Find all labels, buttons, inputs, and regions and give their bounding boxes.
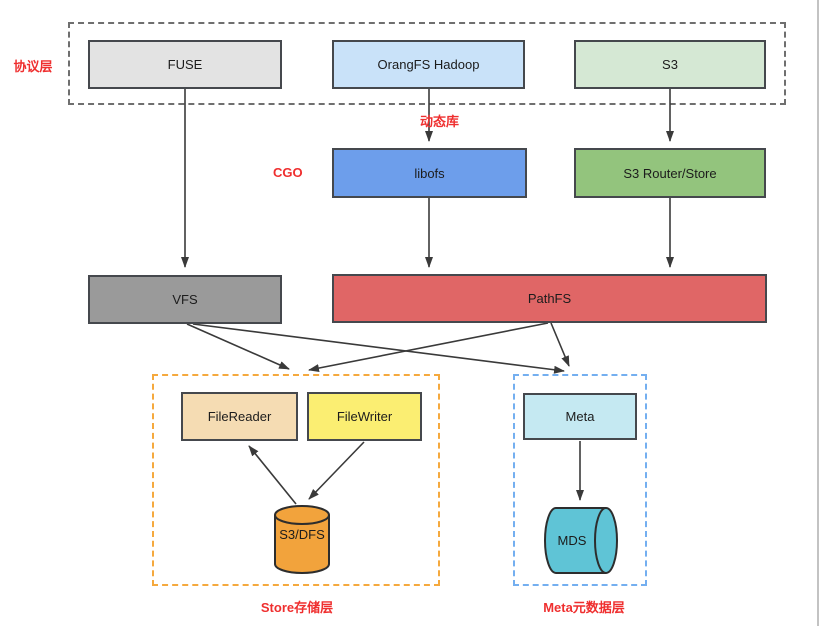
arrow-pathfs-to-meta <box>550 322 570 367</box>
node-fuse[interactable]: FUSE <box>88 40 282 89</box>
node-filereader-label: FileReader <box>207 409 272 424</box>
node-fuse-label: FUSE <box>167 57 203 72</box>
s3dfs-cylinder <box>274 505 330 574</box>
store-layer-group <box>152 374 440 586</box>
node-meta[interactable]: Meta <box>523 393 637 440</box>
node-orangfs-hadoop-label: OrangFS Hadoop <box>377 57 480 72</box>
node-pathfs-label: PathFS <box>527 291 572 306</box>
node-pathfs[interactable]: PathFS <box>332 274 767 323</box>
node-s3-label: S3 <box>662 57 678 72</box>
node-meta-label: Meta <box>565 409 595 424</box>
node-vfs-label: VFS <box>172 292 198 307</box>
mds-cylinder-label[interactable]: MDS <box>557 533 587 548</box>
node-libofs-label: libofs <box>414 165 445 181</box>
meta-layer-label: Meta元数据层 <box>543 600 625 615</box>
node-filewriter-label: FileWriter <box>336 409 393 424</box>
node-s3-router-store[interactable]: S3 Router/Store <box>574 148 766 198</box>
meta-layer-group <box>513 374 647 586</box>
node-vfs[interactable]: VFS <box>88 275 282 324</box>
arrow-vfs-to-store <box>186 323 290 370</box>
node-s3-router-store-label: S3 Router/Store <box>623 165 717 181</box>
node-filewriter[interactable]: FileWriter <box>307 392 422 441</box>
arrow-vfs-to-meta <box>192 323 565 374</box>
mds-cylinder <box>544 507 618 574</box>
arrow-pathfs-to-store <box>308 322 549 372</box>
cgo-annotation: CGO <box>273 165 303 180</box>
dynamic-lib-annotation: 动态库 <box>420 114 460 129</box>
arrow-s3dfs-to-filereader <box>248 445 297 505</box>
node-libofs[interactable]: libofs <box>332 148 527 198</box>
protocol-layer-label: 协议层 <box>13 59 53 74</box>
protocol-layer-group <box>68 22 786 105</box>
node-s3[interactable]: S3 <box>574 40 766 89</box>
store-layer-label: Store存储层 <box>260 600 334 615</box>
s3dfs-cylinder-label[interactable]: S3/DFS <box>279 527 325 542</box>
node-orangfs-hadoop[interactable]: OrangFS Hadoop <box>332 40 525 89</box>
arrow-filewriter-to-s3dfs <box>308 441 365 500</box>
node-filereader[interactable]: FileReader <box>181 392 298 441</box>
page-edge-line <box>817 0 819 626</box>
